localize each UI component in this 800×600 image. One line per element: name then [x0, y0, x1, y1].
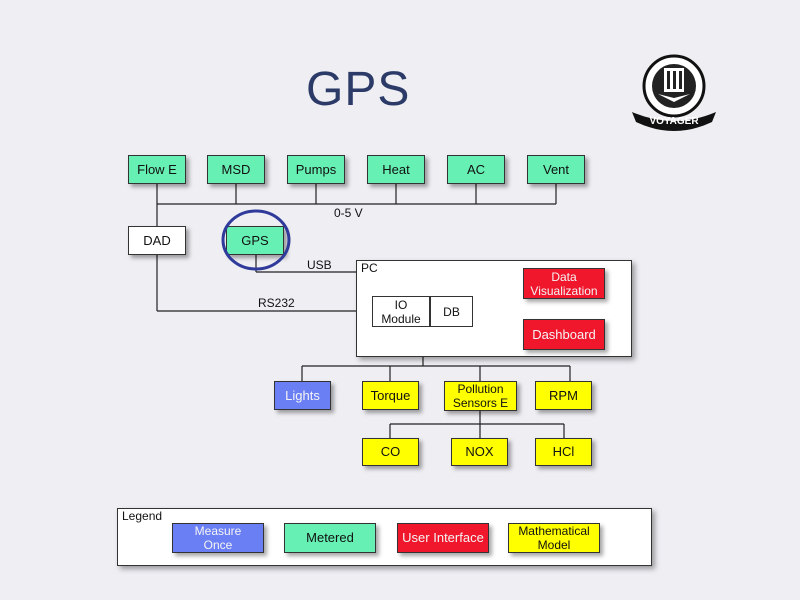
slide-title: GPS — [306, 63, 411, 116]
logo-text: VOYAGER — [649, 116, 699, 127]
legend-metered: Metered — [284, 523, 376, 553]
gas-co: CO — [362, 438, 419, 466]
sensor-msd: MSD — [207, 155, 265, 184]
sensor-ac: AC — [447, 155, 505, 184]
io-module-box: IO Module — [372, 296, 430, 327]
legend-title: Legend — [122, 509, 163, 523]
db-box: DB — [430, 296, 473, 327]
legend-mathematical-model: Mathematical Model — [508, 523, 600, 553]
sensor-flow-e: Flow E — [128, 155, 186, 184]
pc-label: PC — [361, 261, 378, 275]
output-lights: Lights — [274, 381, 331, 410]
voyager-logo: VOYAGER — [628, 50, 720, 132]
legend-user-interface: User Interface — [397, 523, 489, 553]
data-visualization-box: Data Visualization — [523, 268, 605, 299]
gas-nox: NOX — [451, 438, 508, 466]
bus-label: 0-5 V — [334, 206, 363, 220]
gps-box: GPS — [226, 226, 284, 255]
dad-box: DAD — [128, 226, 186, 255]
rs232-label: RS232 — [258, 296, 295, 310]
output-rpm: RPM — [535, 381, 592, 410]
output-pollution-sensors: Pollution Sensors E — [444, 381, 517, 411]
sensor-heat: Heat — [367, 155, 425, 184]
sensor-vent: Vent — [527, 155, 585, 184]
dashboard-box: Dashboard — [523, 319, 605, 350]
usb-label: USB — [307, 258, 332, 272]
output-torque: Torque — [362, 381, 419, 410]
legend-measure-once: Measure Once — [172, 523, 264, 553]
sensor-pumps: Pumps — [287, 155, 345, 184]
gas-hcl: HCl — [535, 438, 592, 466]
